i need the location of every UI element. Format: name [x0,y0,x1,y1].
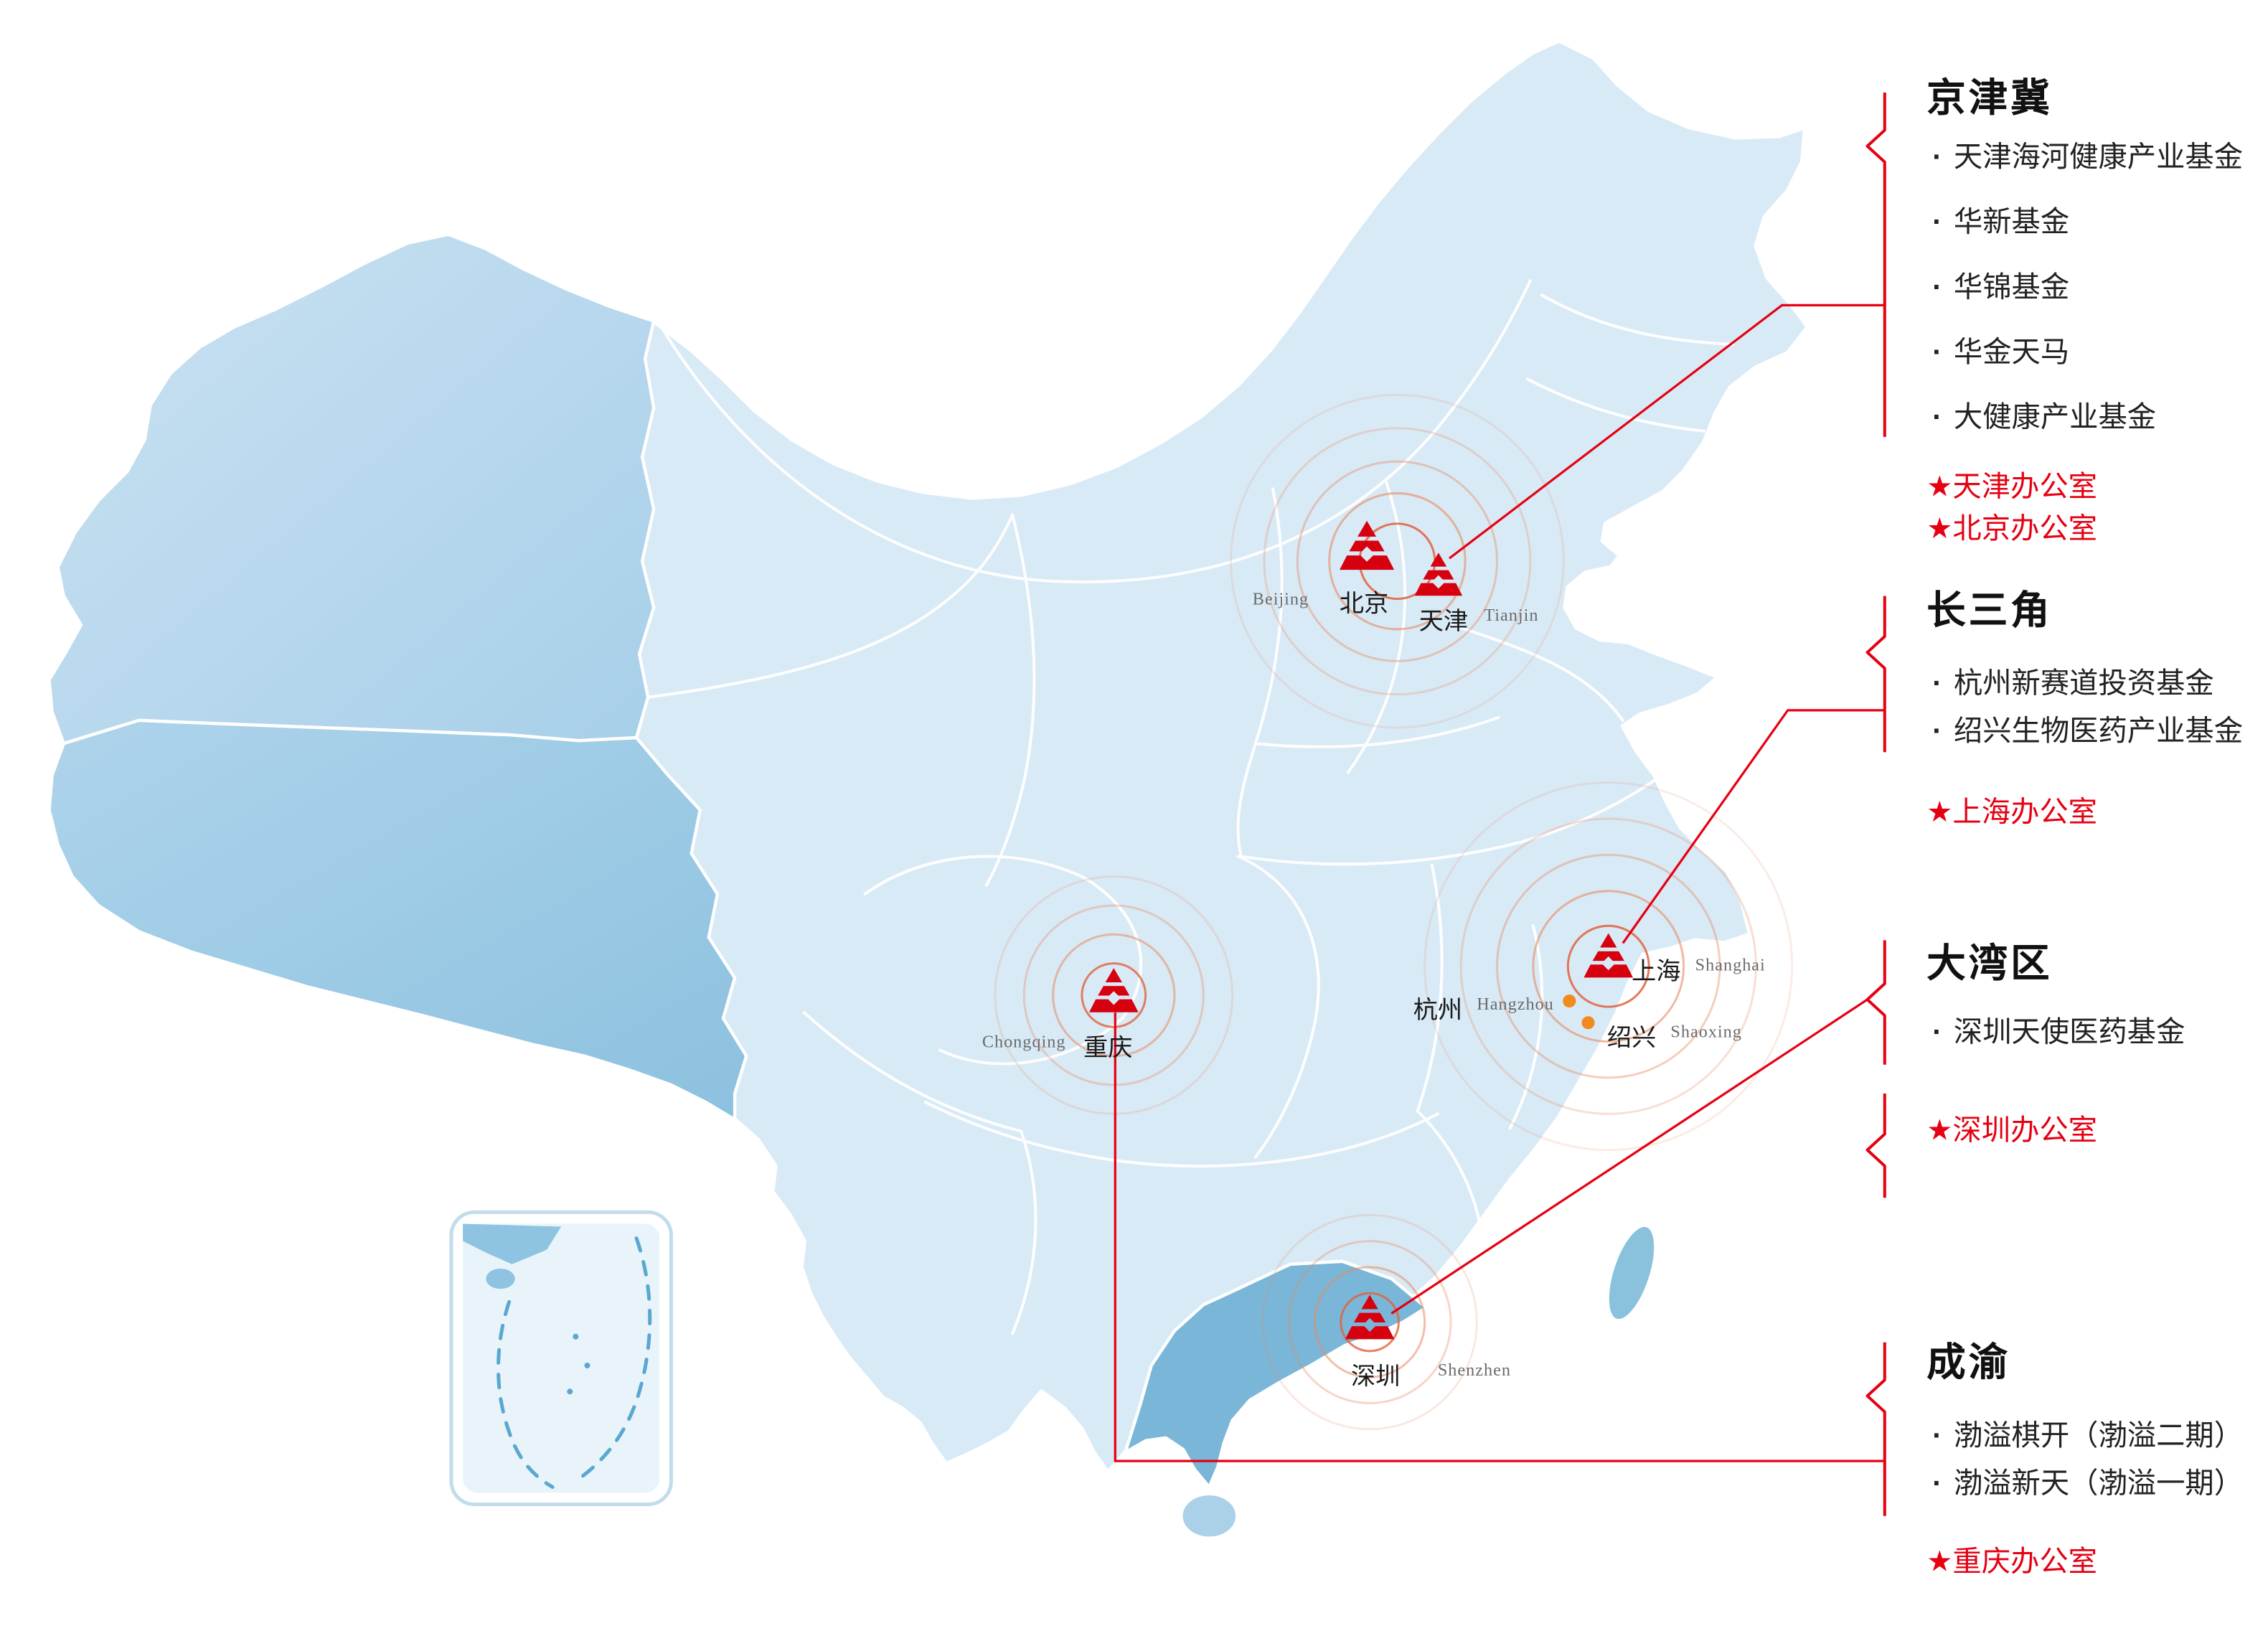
ripple-shanghai [1424,781,1794,1152]
city-label-beijing-en: Beijing [1252,588,1309,609]
south-china-sea-inset [449,1210,673,1507]
connector-chengyu [1114,1012,1885,1462]
region-title-chengyu: 成渝 [1926,1340,2011,1385]
city-label-shanghai-en: Shanghai [1695,954,1766,975]
province-borders [646,279,1735,1335]
region-block-changsanjiao: 长三角 杭州新赛道投资基金 绍兴生物医药产业基金 ★上海办公室 [1926,587,2268,835]
fund-item: 绍兴生物医药产业基金 [1926,716,2268,749]
office-item: ★重庆办公室 [1926,1546,2097,1579]
province-tibet [47,718,748,1122]
connector-changsanjiao [1622,709,1885,944]
fund-list-changsanjiao: 杭州新赛道投资基金 绍兴生物医药产业基金 [1926,668,2268,749]
fund-item: 渤溢棋开（渤溢二期） [1926,1421,2268,1454]
fund-item: 华金天马 [1926,337,2268,370]
bracket-dawanqu-office [1865,1094,1886,1198]
province-guangdong [1124,1259,1428,1489]
bracket-chengyu [1865,1342,1886,1516]
office-list-changsanjiao: ★上海办公室 [1926,793,2268,835]
city-label-shenzhen: 深圳 [1350,1363,1401,1391]
ripple-chongqing [994,875,1234,1115]
city-label-shenzhen-en: Shenzhen [1437,1359,1511,1381]
connector-jingjinji [1448,304,1885,560]
fund-list-dawanqu: 深圳天使医药基金 [1926,1017,2268,1050]
city-markers [1089,520,1633,1340]
office-item: ★上海办公室 [1926,796,2097,829]
city-label-chongqing: 重庆 [1083,1034,1133,1062]
inset-island-dot [567,1388,573,1395]
fund-list-chengyu: 渤溢棋开（渤溢二期） 渤溢新天（渤溢一期） [1926,1421,2268,1502]
region-brackets [1865,93,1886,1516]
city-label-hangzhou-en: Hangzhou [1477,993,1554,1015]
nine-dash-line-east [573,1236,652,1483]
office-list-dawanqu: ★深圳办公室 [1926,1111,2268,1152]
region-block-jingjinji: 京津冀 天津海河健康产业基金 华新基金 华锦基金 华金天马 大健康产业基金 ★天… [1926,75,2268,551]
china-map [47,38,1810,1539]
fund-item: 深圳天使医药基金 [1926,1017,2268,1050]
city-label-hangzhou: 杭州 [1413,996,1463,1025]
city-label-shanghai: 上海 [1631,957,1681,985]
city-label-beijing: 北京 [1339,590,1389,618]
fund-item: 天津海河健康产业基金 [1926,142,2268,175]
inset-coast [463,1223,562,1264]
province-xinjiang [47,232,656,746]
hainan-island [1180,1492,1238,1539]
city-dot-shaoxing [1581,1016,1595,1030]
region-title-jingjinji: 京津冀 [1926,76,2053,121]
region-block-dawanqu: 大湾区 深圳天使医药基金 ★深圳办公室 [1926,940,2268,1152]
bracket-changsanjiao [1865,596,1886,753]
office-list-chengyu: ★重庆办公室 [1926,1542,2268,1584]
inset-hainan [486,1268,515,1289]
region-title-changsanjiao: 长三角 [1926,588,2053,632]
city-label-tianjin: 天津 [1418,607,1469,635]
office-list-jingjinji: ★天津办公室 ★北京办公室 [1926,467,2268,551]
city-label-shaoxing-en: Shaoxing [1670,1021,1742,1042]
connector-lines [1114,304,1885,1462]
fund-item: 华锦基金 [1926,272,2268,305]
ripple-shenzhen [1261,1213,1478,1431]
city-label-tianjin-en: Tianjin [1484,604,1539,625]
office-item: ★深圳办公室 [1926,1115,2097,1147]
city-label-chongqing-en: Chongqing [982,1031,1066,1052]
city-label-shaoxing: 绍兴 [1606,1024,1657,1052]
region-block-chengyu: 成渝 渤溢棋开（渤溢二期） 渤溢新天（渤溢一期） ★重庆办公室 [1926,1340,2268,1584]
region-title-dawanqu: 大湾区 [1926,941,2053,985]
nine-dash-line-west [496,1299,555,1489]
fund-list-jingjinji: 天津海河健康产业基金 华新基金 华锦基金 华金天马 大健康产业基金 [1926,142,2268,436]
bracket-dawanqu-funds [1865,940,1886,1065]
office-item: ★北京办公室 [1926,513,2097,546]
inset-island-dot [584,1363,590,1369]
fund-item: 杭州新赛道投资基金 [1926,668,2268,701]
connector-dawanqu [1391,998,1868,1315]
fund-item: 渤溢新天（渤溢一期） [1926,1468,2268,1501]
fund-item: 大健康产业基金 [1926,402,2268,435]
office-item: ★天津办公室 [1926,471,2097,504]
inset-island-dot [573,1333,579,1340]
city-dot-hangzhou [1563,994,1576,1008]
bracket-jingjinji [1865,93,1886,437]
fund-item: 华新基金 [1926,207,2268,240]
taiwan-island [1606,1224,1657,1322]
